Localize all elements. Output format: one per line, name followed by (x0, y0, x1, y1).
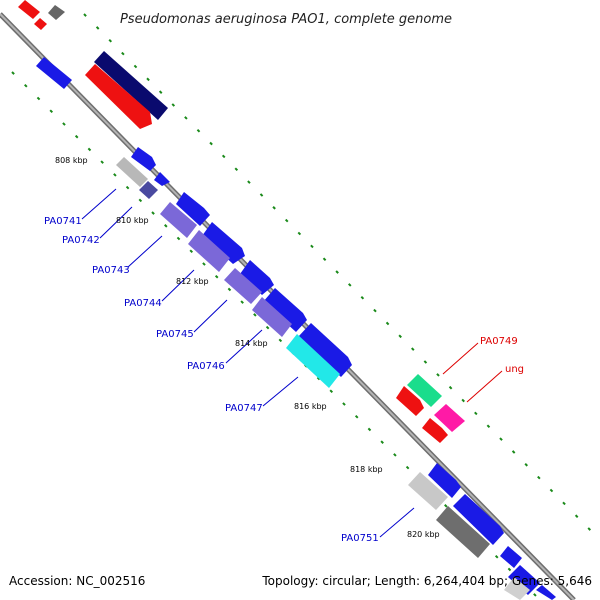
gene-arrow[interactable] (298, 323, 352, 377)
outer-guide-line (83, 13, 600, 541)
gene-label-pa0751[interactable]: PA0751 (341, 533, 379, 544)
gene-arrow[interactable] (188, 230, 230, 272)
gene-arrow[interactable] (286, 334, 340, 388)
leader-line (262, 376, 299, 407)
tick-label: 820 kbp (407, 530, 440, 539)
gene-label-ung[interactable]: ung (505, 364, 524, 375)
map-title: Pseudomonas aeruginosa PAO1, complete ge… (120, 12, 452, 27)
accession-text: Accession: NC_002516 (9, 574, 145, 588)
gene-arrow[interactable] (453, 494, 504, 545)
gene-arrow[interactable] (34, 18, 47, 30)
gene-label-pa0743[interactable]: PA0743 (92, 265, 130, 276)
tick-label: 810 kbp (116, 216, 149, 225)
gene-arrow[interactable] (396, 386, 424, 416)
gene-arrow[interactable] (436, 506, 490, 558)
gene-arrow[interactable] (536, 585, 556, 600)
gene-arrow[interactable] (508, 565, 540, 595)
leader-line (225, 329, 263, 364)
gene-arrow[interactable] (36, 57, 72, 89)
gene-arrow[interactable] (85, 64, 152, 129)
gene-arrow[interactable] (252, 297, 292, 337)
gene-label-pa0742[interactable]: PA0742 (62, 235, 100, 246)
leader-line (161, 269, 195, 302)
leader-line (442, 342, 479, 375)
gene-arrow[interactable] (160, 202, 197, 238)
tick-label: 812 kbp (176, 277, 209, 286)
gene-arrow[interactable] (176, 192, 210, 226)
leader-line (466, 370, 503, 403)
gene-arrow[interactable] (116, 157, 148, 187)
gene-label-pa0741[interactable]: PA0741 (44, 216, 82, 227)
topology-text: Topology: circular; Length: 6,264,404 bp… (261, 574, 592, 588)
gene-arrow[interactable] (428, 463, 461, 498)
gene-arrow[interactable] (504, 577, 530, 600)
gene-label-pa0747[interactable]: PA0747 (225, 403, 263, 414)
tick-label: 818 kbp (350, 465, 383, 474)
gene-arrow[interactable] (240, 260, 274, 295)
leader-line (193, 299, 228, 333)
gene-arrow[interactable] (500, 546, 522, 568)
gene-label-pa0745[interactable]: PA0745 (156, 329, 194, 340)
gene-arrow[interactable] (408, 472, 448, 510)
gene-arrow[interactable] (18, 0, 40, 19)
gene-label-pa0744[interactable]: PA0744 (124, 298, 162, 309)
gene-arrow[interactable] (131, 147, 156, 171)
tick-label: 808 kbp (55, 156, 88, 165)
leader-line (379, 507, 415, 538)
tick-label: 816 kbp (294, 402, 327, 411)
gene-arrow[interactable] (224, 268, 262, 304)
gene-arrow[interactable] (202, 222, 245, 264)
gene-arrow[interactable] (263, 288, 307, 332)
gene-arrow[interactable] (434, 404, 465, 432)
leader-line (99, 206, 133, 239)
tick-label: 814 kbp (235, 339, 268, 348)
gene-arrow[interactable] (139, 181, 158, 199)
gene-arrow[interactable] (48, 5, 65, 20)
leader-line (127, 235, 163, 268)
gene-label-pa0749[interactable]: PA0749 (480, 336, 518, 347)
gene-arrow[interactable] (422, 418, 448, 443)
gene-arrow[interactable] (154, 172, 170, 186)
gene-arrow[interactable] (94, 51, 168, 120)
gene-arrow[interactable] (407, 374, 442, 407)
leader-line (81, 188, 117, 220)
gene-label-pa0746[interactable]: PA0746 (187, 361, 225, 372)
